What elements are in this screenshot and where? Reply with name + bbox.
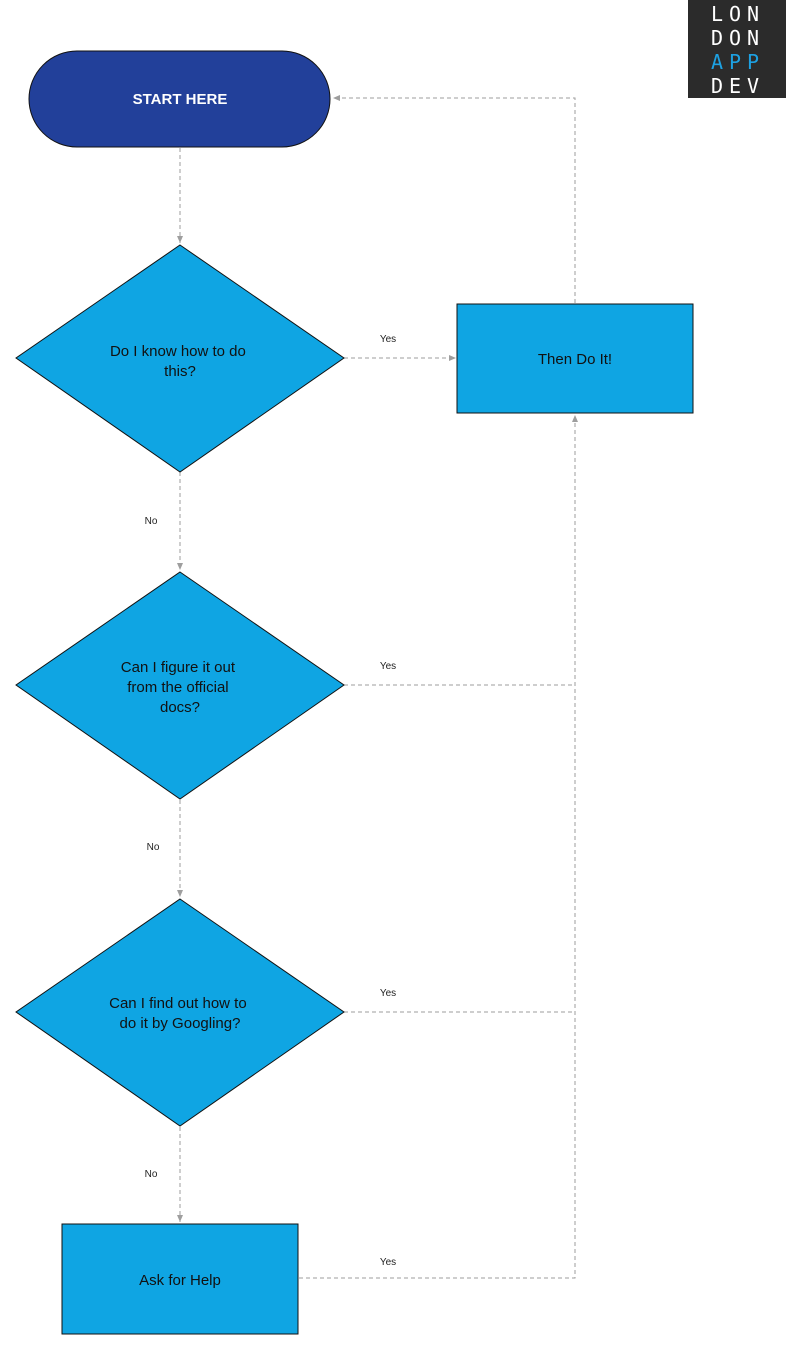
logo-line-3: APP [711, 50, 765, 74]
decision-node-1-label: Do I know how to do this? [110, 343, 250, 380]
connectors [177, 95, 578, 1279]
do-it-node: Then Do It! [456, 303, 694, 414]
decision-node-3-label: Can I find out how to do it by Googling? [109, 995, 251, 1032]
edge-label-yes-2: Yes [380, 661, 396, 672]
edge-label-no-1: No [145, 516, 158, 527]
ask-help-node: Ask for Help [61, 1223, 299, 1335]
start-node-label: START HERE [133, 91, 228, 108]
logo-line-4: DEV [711, 74, 765, 98]
edge-label-no-3: No [145, 1169, 158, 1180]
edge-label-yes-3: Yes [380, 988, 396, 999]
logo-line-1: LON [711, 2, 765, 26]
edge-label-yes-1: Yes [380, 334, 396, 345]
edge-label-yes-4: Yes [380, 1257, 396, 1268]
do-it-node-label: Then Do It! [538, 351, 612, 368]
start-node: START HERE [28, 50, 331, 148]
connector-ask-help-yes [299, 415, 578, 1279]
decision-node-2-label: Can I figure it out from the official do… [121, 659, 239, 716]
decision-node-3: Can I find out how to do it by Googling? [15, 898, 345, 1127]
decision-node-2: Can I figure it out from the official do… [15, 571, 345, 800]
connector-do-it-to-start [333, 95, 576, 303]
ask-help-node-label: Ask for Help [139, 1272, 221, 1289]
edge-label-no-2: No [147, 842, 160, 853]
logo-line-2: DON [711, 26, 765, 50]
london-app-dev-logo: LON DON APP DEV [688, 0, 786, 98]
decision-node-1: Do I know how to do this? [15, 244, 345, 473]
